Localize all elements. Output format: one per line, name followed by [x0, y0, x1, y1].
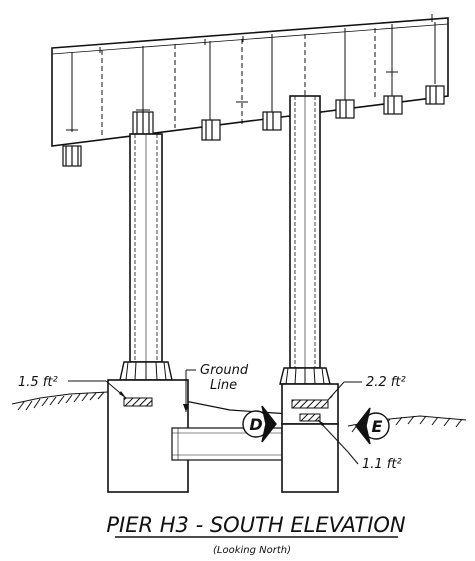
stiffener-lines	[71, 22, 436, 136]
leader-lines	[68, 369, 362, 465]
bearing-blocks	[62, 85, 445, 167]
drawing-title: PIER H3 - SOUTH ELEVATION	[106, 513, 406, 537]
right-footing	[281, 383, 339, 493]
right-area-patch-top	[291, 399, 329, 409]
section-marker-e	[355, 407, 390, 445]
girder-panel	[51, 17, 449, 147]
right-column	[279, 95, 331, 385]
label-area-right-bottom: 1.1 ft²	[362, 457, 402, 472]
label-line: Line	[210, 378, 237, 393]
label-area-left: 1.5 ft²	[18, 375, 58, 390]
marker-d-label: D	[249, 415, 262, 434]
superstructure	[51, 14, 449, 167]
marker-e-label: E	[372, 417, 383, 436]
left-area-patch	[123, 397, 153, 407]
label-ground: Ground	[200, 363, 249, 378]
label-area-right-top: 2.2 ft²	[366, 375, 406, 390]
section-marker-d	[242, 405, 277, 443]
right-area-patch-bottom	[299, 413, 321, 422]
ground-hatching	[11, 391, 467, 433]
drawing-subtitle: (Looking North)	[213, 545, 291, 556]
left-column	[119, 133, 173, 381]
